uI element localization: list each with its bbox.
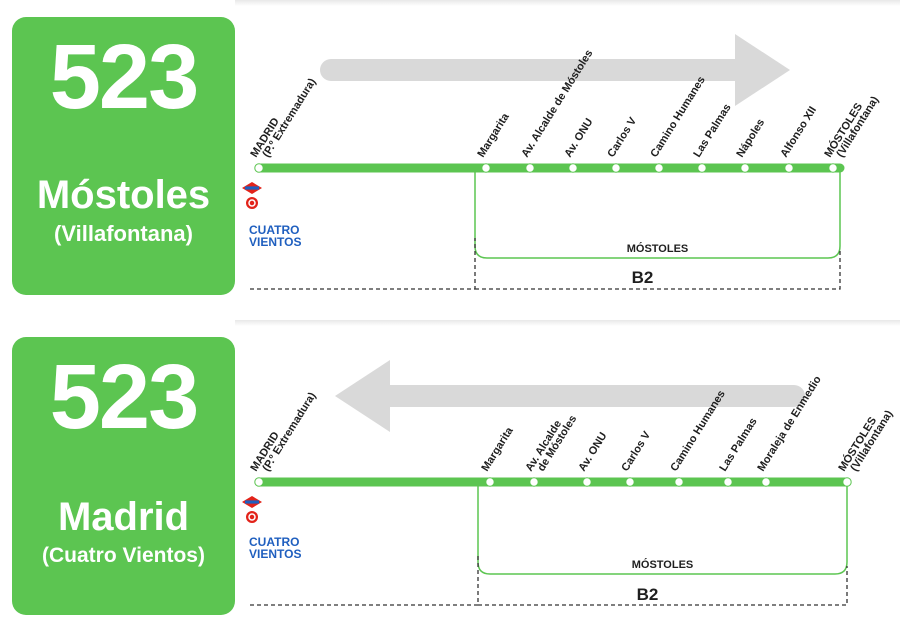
- stop: MÓSTOLES(Villafontana): [836, 408, 896, 487]
- metro-icon: [242, 182, 262, 194]
- stop-dot: [625, 477, 635, 487]
- direction-arrow: [335, 360, 805, 432]
- stop-label: Av. ONU: [562, 116, 595, 159]
- zone-label: MÓSTOLES: [632, 558, 694, 571]
- arrow-head: [735, 34, 790, 106]
- arrow-shaft: [320, 59, 755, 81]
- line-number: 523: [49, 26, 200, 128]
- direction-arrow: [320, 34, 790, 106]
- arrow-shaft: [370, 385, 805, 407]
- transfer-label-line1: CUATRO: [249, 535, 300, 549]
- stop-dot: [784, 163, 794, 173]
- stop: Las Palmas: [691, 102, 734, 173]
- stop-dot: [723, 477, 733, 487]
- b2-connector: [250, 238, 841, 290]
- route-diagram: MÓSTOLES B2 MADRID(P.º Extremadura) Margari…: [242, 360, 896, 606]
- line-badge: 523 Móstoles (Villafontana): [12, 17, 235, 295]
- stop-dot: [525, 163, 535, 173]
- arrow-head: [335, 360, 390, 432]
- stop-label: Margarita: [479, 424, 516, 473]
- destination-subtitle: (Villafontana): [54, 221, 193, 246]
- stop-dot: [481, 163, 491, 173]
- transfer-label: CUATRO VIENTOS: [249, 224, 301, 248]
- stop-dot: [611, 163, 621, 173]
- stop-label-line2: (P.º Extremadura): [260, 390, 318, 474]
- stop-dot: [485, 477, 495, 487]
- stop-label: Av. ONU: [576, 430, 609, 473]
- stop: MADRID(P.º Extremadura): [248, 390, 319, 487]
- stop-dot: [761, 477, 771, 487]
- connecting-line-label: B2: [632, 268, 654, 287]
- stop: Las Palmas: [717, 416, 760, 487]
- metro-icon: [242, 496, 262, 508]
- stop-label: Las Palmas: [691, 102, 733, 160]
- stop-dot: [674, 477, 684, 487]
- stop: Margarita: [475, 110, 512, 173]
- stop: MÓSTOLES(Villafontana): [822, 94, 882, 173]
- stop-label-line2: (P.º Extremadura): [260, 76, 318, 160]
- stop: Margarita: [479, 424, 516, 487]
- stop: Alfonso XII: [778, 105, 819, 173]
- transfer-label-line2: VIENTOS: [249, 235, 302, 249]
- stop-dot: [828, 163, 838, 173]
- destination-subtitle: (Cuatro Vientos): [42, 544, 205, 567]
- stop-label: Carlos V: [605, 115, 639, 160]
- stop-dot: [842, 477, 852, 487]
- route-panel-to-mostoles: 523 Móstoles (Villafontana) MÓSTOLES B2 MA…: [0, 0, 900, 300]
- stop-label: Alfonso XII: [778, 105, 819, 160]
- transfer-label-line1: CUATRO: [249, 223, 300, 237]
- route-panel-to-madrid: 523 Madrid (Cuatro Vientos) MÓSTOLES B2 MA…: [0, 320, 900, 620]
- line-badge: 523 Madrid (Cuatro Vientos): [12, 337, 235, 615]
- panel-shade: [235, 320, 900, 326]
- stop-dot: [254, 477, 264, 487]
- transfer-label-line2: VIENTOS: [249, 547, 302, 561]
- stop-label: Carlos V: [619, 429, 653, 474]
- b2-connector: [250, 554, 848, 606]
- connecting-line-label: B2: [637, 585, 659, 604]
- stop-dot: [697, 163, 707, 173]
- stop-dot: [654, 163, 664, 173]
- stop-dot: [582, 477, 592, 487]
- line-number: 523: [49, 346, 200, 448]
- stop-dot: [568, 163, 578, 173]
- transfer-label: CUATRO VIENTOS: [249, 536, 301, 560]
- destination-name: Móstoles: [36, 173, 211, 217]
- stop-label: Margarita: [475, 110, 512, 159]
- stop-dot: [254, 163, 264, 173]
- stop-label: Las Palmas: [717, 416, 759, 474]
- panel-shade: [235, 0, 900, 6]
- zone-bracket: [477, 482, 848, 575]
- stop: MADRID(P.º Extremadura): [248, 76, 319, 173]
- cercanias-icon: [246, 197, 258, 209]
- cercanias-icon: [246, 511, 258, 523]
- stop-label: Nápoles: [734, 117, 767, 160]
- stop-dot: [529, 477, 539, 487]
- route-diagram: MÓSTOLES B2 MADRID(P.º Extremadura) Margari…: [242, 34, 882, 290]
- stop-dot: [740, 163, 750, 173]
- zone-label: MÓSTOLES: [627, 242, 689, 255]
- zone-bracket: [474, 168, 841, 259]
- destination-name: Madrid: [57, 495, 190, 539]
